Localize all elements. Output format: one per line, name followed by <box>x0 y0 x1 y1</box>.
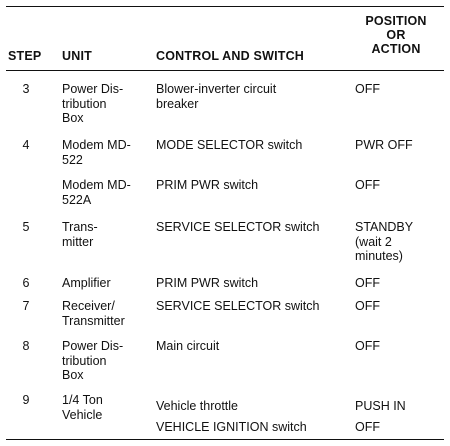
step-cell: 9 <box>22 393 30 407</box>
table-bottom-rule <box>6 439 444 440</box>
unit-line: Modem MD- <box>62 178 131 192</box>
control-line: PRIM PWR switch <box>156 178 259 192</box>
unit-line: Trans- <box>62 220 98 234</box>
action-cell: OFF <box>355 82 445 97</box>
header-control: CONTROL AND SWITCH <box>156 49 305 63</box>
control-cell: VEHICLE IGNITION switch <box>156 420 351 435</box>
control-cell: SERVICE SELECTOR switch <box>156 220 351 235</box>
control-line: breaker <box>156 96 199 111</box>
control-line: Blower-inverter circuit <box>156 82 277 96</box>
control-cell: Main circuit <box>156 339 351 354</box>
unit-line: 522A <box>62 192 92 207</box>
control-line: SERVICE SELECTOR switch <box>156 220 320 234</box>
header-position-line3: ACTION <box>371 42 421 56</box>
unit-line: Transmitter <box>62 313 125 328</box>
unit-cell: Power Dis- tribution Box <box>62 339 146 383</box>
step-cell: 6 <box>22 276 30 290</box>
step-cell: 8 <box>22 339 30 353</box>
action-line: OFF <box>355 420 380 434</box>
unit-line: Receiver/ <box>62 299 115 313</box>
unit-cell: Modem MD- 522A <box>62 178 146 207</box>
header-step: STEP <box>8 49 42 63</box>
action-cell: OFF <box>355 299 445 314</box>
unit-cell: 1/4 Ton Vehicle <box>62 393 146 422</box>
action-line: (wait 2 <box>355 234 392 249</box>
header-position-line1: POSITION <box>365 14 427 28</box>
action-line: OFF <box>355 276 380 290</box>
control-cell: PRIM PWR switch <box>156 178 351 193</box>
action-line: PUSH IN <box>355 399 406 413</box>
action-line: minutes) <box>355 249 403 263</box>
control-line: SERVICE SELECTOR switch <box>156 299 320 313</box>
control-line: PRIM PWR switch <box>156 276 259 290</box>
action-cell: OFF <box>355 339 445 354</box>
unit-line: Power Dis- <box>62 82 124 96</box>
unit-cell: Trans- mitter <box>62 220 146 249</box>
action-line: OFF <box>355 178 380 192</box>
header-rule <box>6 70 444 71</box>
unit-cell: Modem MD- 522 <box>62 138 146 167</box>
control-cell: MODE SELECTOR switch <box>156 138 351 153</box>
control-line: MODE SELECTOR switch <box>156 138 303 152</box>
action-line: STANDBY <box>355 220 414 234</box>
action-cell: OFF <box>355 420 445 435</box>
step-cell: 4 <box>22 138 30 152</box>
header-position-line2: OR <box>386 28 406 42</box>
step-cell: 7 <box>22 299 30 313</box>
control-cell: SERVICE SELECTOR switch <box>156 299 351 314</box>
action-line: OFF <box>355 339 380 353</box>
action-line: OFF <box>355 82 380 96</box>
action-cell: PWR OFF <box>355 138 445 153</box>
table-header: STEP UNIT CONTROL AND SWITCH POSITION OR… <box>6 10 444 72</box>
action-cell: OFF <box>355 276 445 291</box>
action-line: OFF <box>355 299 380 313</box>
action-cell: STANDBY (wait 2 minutes) <box>355 220 445 264</box>
step-cell: 5 <box>22 220 30 234</box>
action-cell: PUSH IN <box>355 399 445 414</box>
control-cell: PRIM PWR switch <box>156 276 351 291</box>
unit-line: tribution <box>62 353 107 368</box>
unit-cell: Receiver/ Transmitter <box>62 299 146 328</box>
unit-line: tribution <box>62 96 107 111</box>
unit-line: Box <box>62 111 84 125</box>
unit-line: Modem MD- <box>62 138 131 152</box>
action-cell: OFF <box>355 178 445 193</box>
header-position: POSITION OR ACTION <box>351 14 441 56</box>
unit-line: Amplifier <box>62 276 111 290</box>
table-top-rule <box>6 6 444 7</box>
header-unit: UNIT <box>62 49 92 63</box>
action-line: PWR OFF <box>355 138 413 152</box>
unit-cell: Power Dis- tribution Box <box>62 82 146 126</box>
control-cell: Blower-inverter circuit breaker <box>156 82 351 111</box>
step-cell: 3 <box>22 82 30 96</box>
unit-line: mitter <box>62 234 94 249</box>
unit-line: 1/4 Ton <box>62 393 103 407</box>
control-line: VEHICLE IGNITION switch <box>156 420 307 434</box>
unit-line: Vehicle <box>62 407 103 422</box>
control-line: Main circuit <box>156 339 220 353</box>
control-line: Vehicle throttle <box>156 399 238 413</box>
unit-line: Power Dis- <box>62 339 124 353</box>
unit-cell: Amplifier <box>62 276 146 291</box>
unit-line: Box <box>62 368 84 382</box>
unit-line: 522 <box>62 152 83 167</box>
control-cell: Vehicle throttle <box>156 399 351 414</box>
